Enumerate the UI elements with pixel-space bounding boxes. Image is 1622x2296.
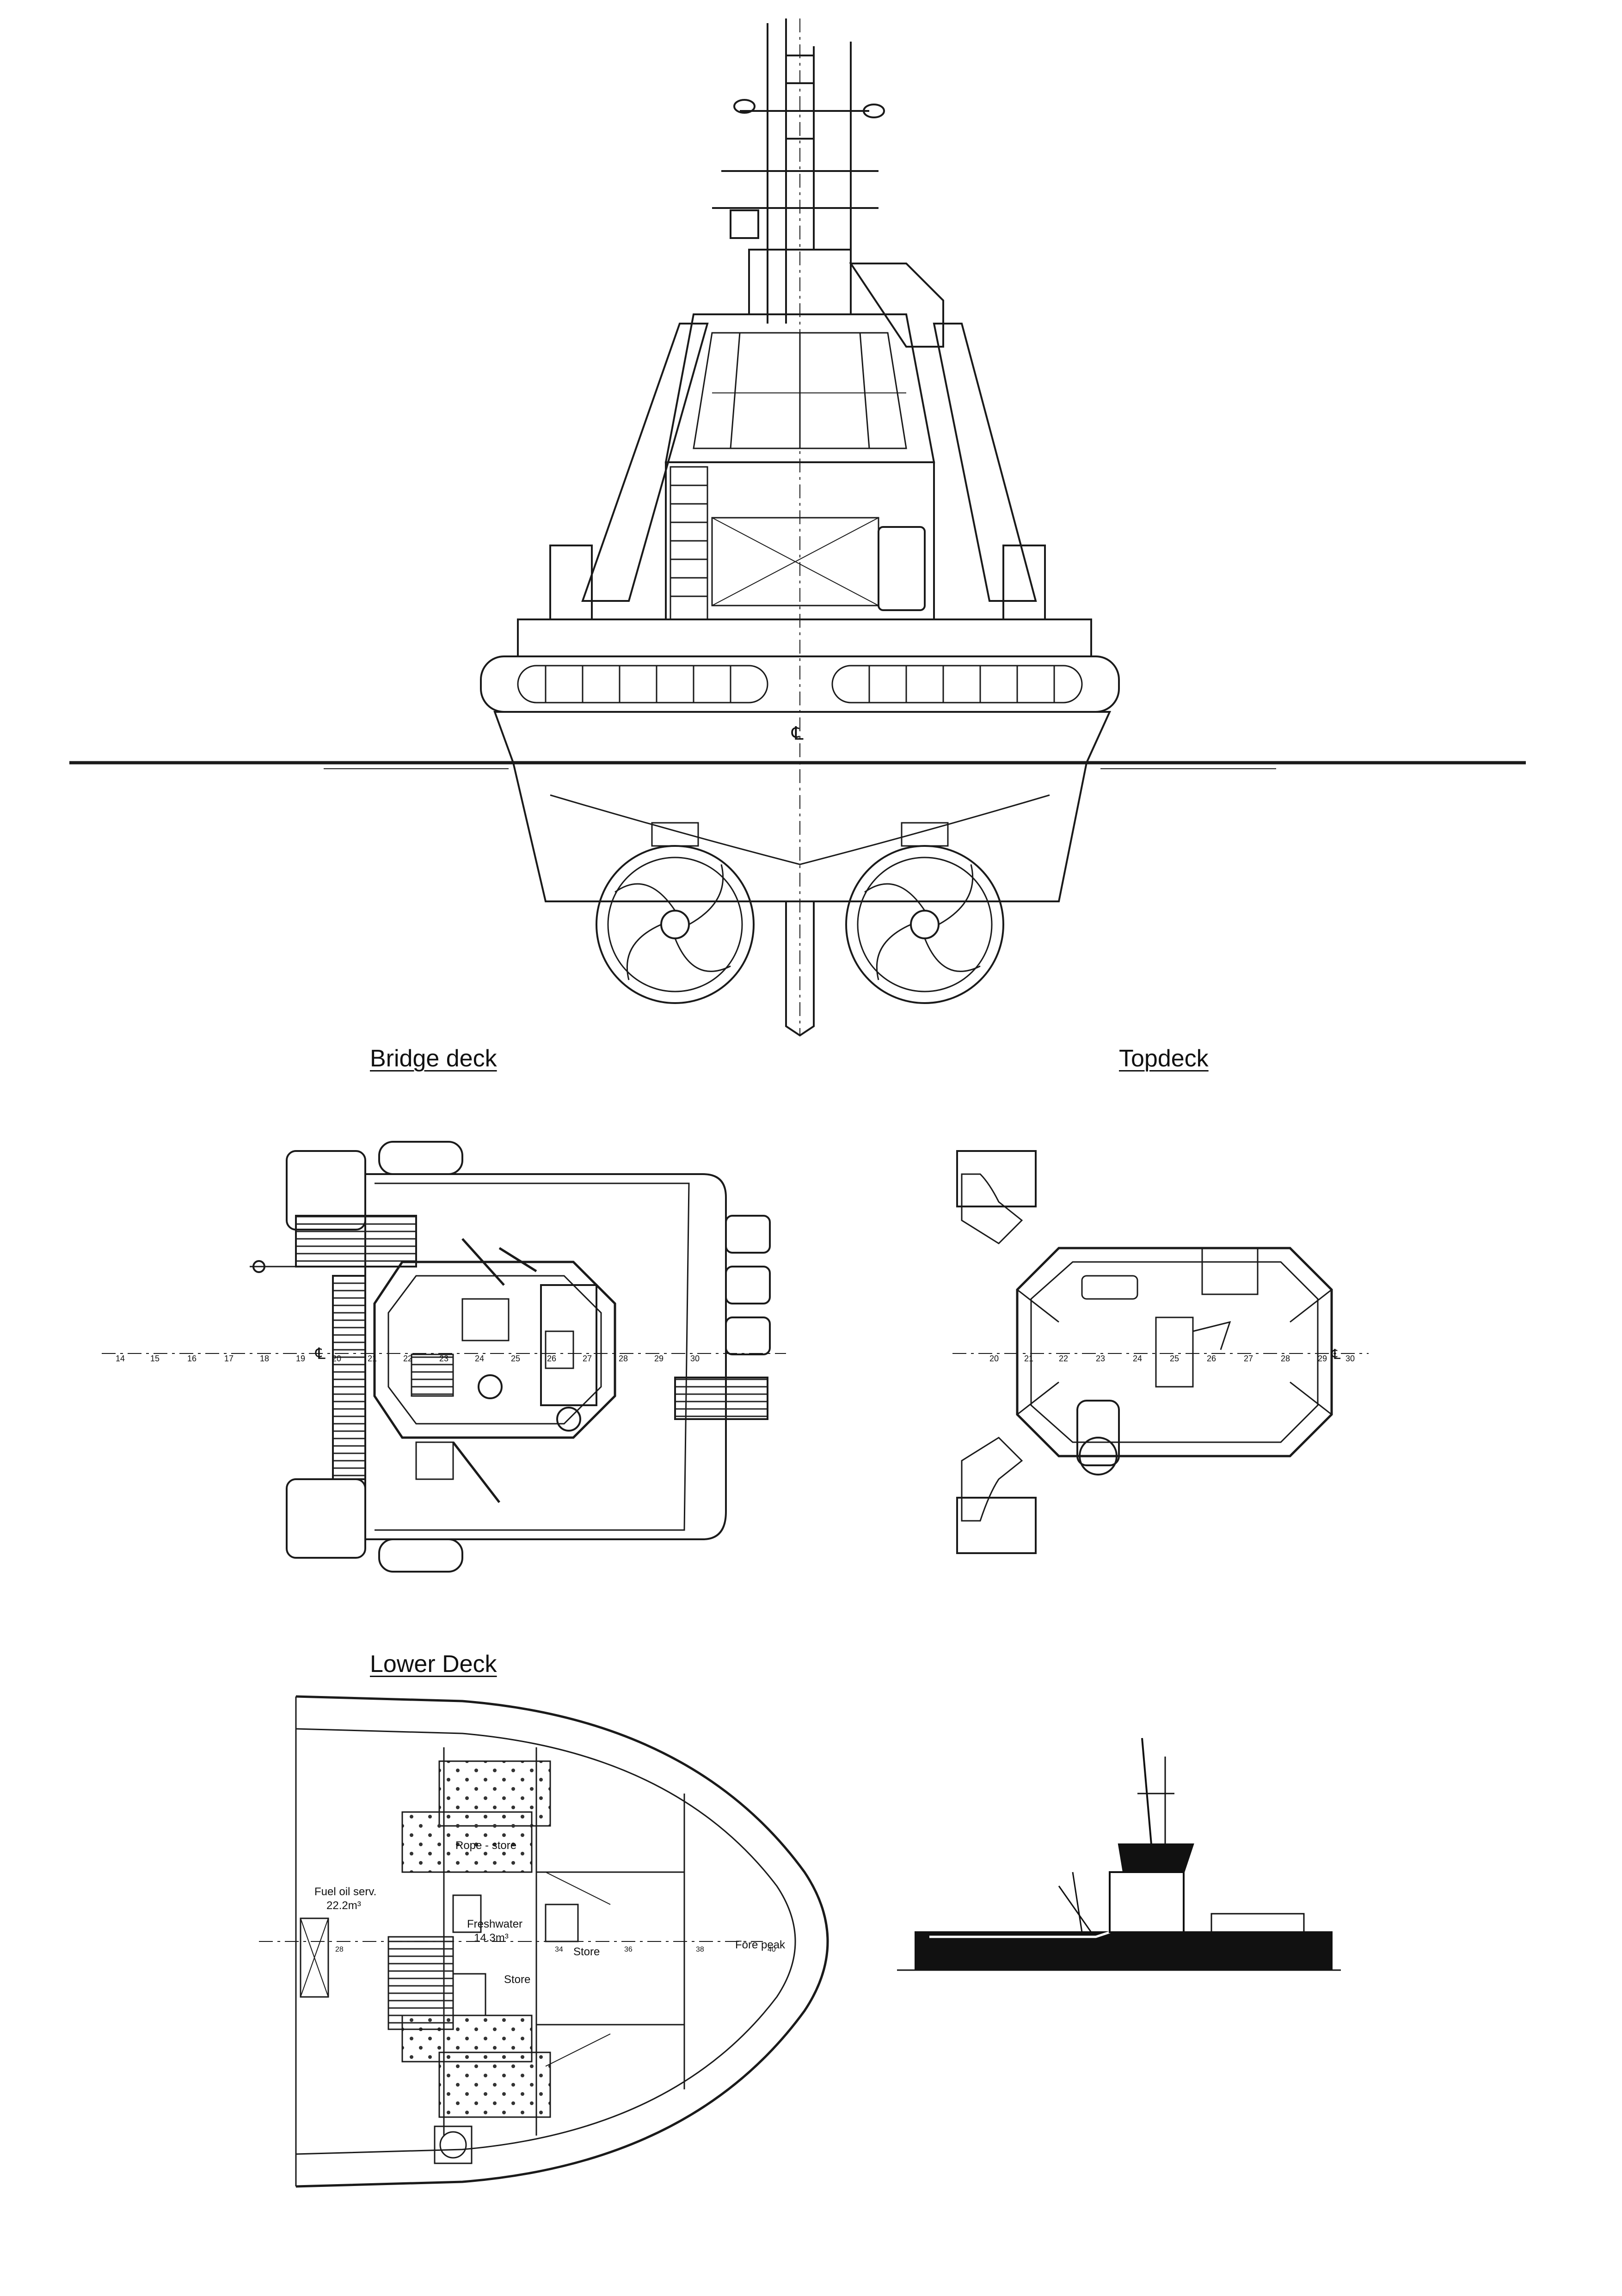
- topdeck-ladder: [1076, 1400, 1120, 1466]
- stairs-aft: [674, 1377, 768, 1420]
- ladder-lower: [387, 1936, 454, 2030]
- svg-text:27: 27: [1244, 1354, 1253, 1363]
- store-box: [545, 1904, 579, 1942]
- svg-text:16: 16: [187, 1354, 197, 1363]
- side-wheelhouse: [1118, 1843, 1194, 1873]
- fender-column-port: [581, 323, 709, 602]
- fender-column-stbd: [933, 323, 1037, 602]
- stairs-upper: [295, 1215, 417, 1267]
- svg-text:30: 30: [690, 1354, 700, 1363]
- fender-port-plan: [286, 1150, 366, 1231]
- fore-peak-label: Fore peak: [735, 1939, 786, 1951]
- svg-text:38: 38: [696, 1946, 704, 1953]
- side-fenders: [1210, 1913, 1305, 1933]
- liferafts: [725, 1215, 771, 1355]
- svg-text:25: 25: [511, 1354, 520, 1363]
- svg-text:15: 15: [150, 1354, 160, 1363]
- top-frame-numbers: 20 21 22 23 24 25 26 27 28 29 30: [989, 1354, 1355, 1363]
- thruster-port: [596, 822, 755, 1004]
- side-hull: [915, 1931, 1333, 1970]
- topdeck-title: Topdeck: [1119, 1045, 1209, 1072]
- wing-railing: [849, 263, 944, 348]
- svg-text:25: 25: [1170, 1354, 1179, 1363]
- freshwater-label: Freshwater: [467, 1918, 522, 1930]
- side-mast: [1141, 1738, 1152, 1845]
- svg-text:20: 20: [332, 1354, 341, 1363]
- svg-text:28: 28: [335, 1946, 344, 1953]
- topdeck-octagon: [1016, 1247, 1333, 1457]
- lower-frame-numbers: 28 34 36 38 40: [335, 1946, 776, 1953]
- side-house-port: [549, 545, 593, 620]
- lower-deck-labels: Fuel oil serv. 22.2m³ Rope - store Fresh…: [314, 1839, 786, 1986]
- svg-text:24: 24: [475, 1354, 484, 1363]
- side-deckhouse: [1109, 1871, 1185, 1933]
- lower-deck-plan: [259, 1695, 829, 2188]
- fender-tops: [956, 1150, 1037, 1554]
- store-label-fwd: Store: [573, 1946, 600, 1958]
- centerline-symbol-top: ℄: [1331, 1347, 1341, 1362]
- topdeck-plan: [952, 1150, 1369, 1554]
- svg-text:34: 34: [555, 1946, 563, 1953]
- freshwater-volume: 14.3m³: [474, 1932, 509, 1944]
- front-view: [69, 18, 1526, 1037]
- svg-text:27: 27: [583, 1354, 592, 1363]
- rope-store-label: Rope - store: [455, 1839, 516, 1852]
- lower-deck-title: Lower Deck: [370, 1651, 497, 1678]
- hull-outline-lower: [295, 1695, 829, 2188]
- svg-text:24: 24: [1133, 1354, 1142, 1363]
- side-view: [897, 1738, 1341, 1971]
- door: [878, 526, 926, 611]
- bridge-deck-plan: [102, 1141, 786, 1573]
- svg-text:30: 30: [1346, 1354, 1355, 1363]
- svg-text:21: 21: [1024, 1354, 1033, 1363]
- svg-text:26: 26: [1207, 1354, 1216, 1363]
- mast-base: [1155, 1316, 1194, 1388]
- fender-stbd-plan: [286, 1478, 366, 1559]
- centerline-symbol-bridge: ℄: [315, 1345, 326, 1363]
- manhole: [434, 2125, 473, 2164]
- skeg: [785, 900, 815, 1037]
- wheelhouse-plan: [373, 1261, 616, 1439]
- svg-text:18: 18: [260, 1354, 269, 1363]
- svg-text:20: 20: [989, 1354, 999, 1363]
- svg-text:19: 19: [296, 1354, 305, 1363]
- store-label-aft: Store: [504, 1973, 530, 1986]
- stairway: [670, 466, 708, 620]
- svg-text:40: 40: [768, 1946, 776, 1953]
- bridge-deck-outline: [364, 1173, 727, 1540]
- bridge-frame-numbers: 14 15 16 17 18 19 20 21 22 23 24 25 26 2…: [116, 1354, 700, 1363]
- thruster-stbd: [845, 822, 1004, 1004]
- svg-text:29: 29: [654, 1354, 664, 1363]
- svg-text:29: 29: [1318, 1354, 1327, 1363]
- fuel-oil-volume: 22.2m³: [326, 1899, 361, 1912]
- svg-text:28: 28: [1281, 1354, 1290, 1363]
- centerline-symbol: ℄: [791, 723, 804, 744]
- fuel-oil-label: Fuel oil serv.: [314, 1886, 376, 1898]
- svg-text:23: 23: [439, 1354, 449, 1363]
- main-console: [540, 1284, 597, 1406]
- bulwark: [517, 618, 1092, 657]
- svg-text:26: 26: [547, 1354, 556, 1363]
- console-chair: [461, 1298, 510, 1341]
- svg-text:17: 17: [224, 1354, 233, 1363]
- topdeck-hatch: [1201, 1247, 1259, 1295]
- mast: [712, 18, 885, 324]
- bridge-deck-title: Bridge deck: [370, 1045, 497, 1072]
- stairs-side: [332, 1275, 366, 1480]
- svg-text:14: 14: [116, 1354, 125, 1363]
- svg-text:36: 36: [624, 1946, 633, 1953]
- tanktop-lower: [438, 2051, 551, 2118]
- svg-text:22: 22: [403, 1354, 412, 1363]
- svg-text:23: 23: [1096, 1354, 1105, 1363]
- svg-text:28: 28: [619, 1354, 628, 1363]
- svg-text:22: 22: [1059, 1354, 1068, 1363]
- svg-text:21: 21: [368, 1354, 377, 1363]
